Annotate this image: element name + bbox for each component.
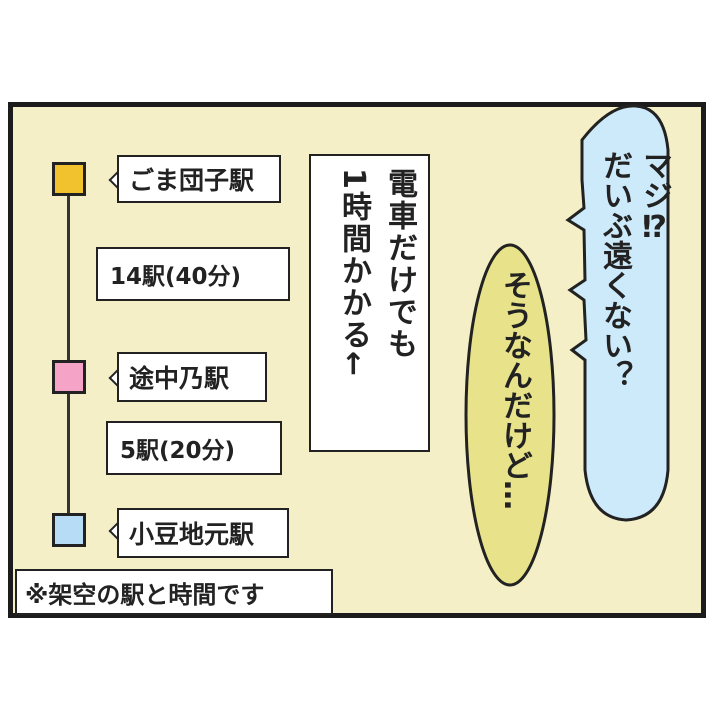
narration-box: 電車だけでも 1時間かかる← bbox=[309, 154, 430, 452]
blue-bubble-line-2: だいぶ遠くない？ bbox=[597, 150, 632, 390]
station-label-tochuno: 途中乃駅 bbox=[117, 352, 267, 402]
station-marker-tochuno bbox=[52, 360, 86, 394]
segment-text: 5駅(20分) bbox=[120, 438, 236, 464]
segment-info-2: 5駅(20分) bbox=[106, 421, 282, 475]
station-label-azukijimoto: 小豆地元駅 bbox=[117, 508, 289, 558]
yellow-bubble bbox=[464, 243, 556, 587]
segment-info-1: 14駅(40分) bbox=[96, 247, 290, 301]
station-name: ごま団子駅 bbox=[129, 166, 255, 195]
station-name: 途中乃駅 bbox=[129, 364, 230, 393]
footnote: ※架空の駅と時間です bbox=[15, 569, 333, 615]
station-label-gomadango: ごま団子駅 bbox=[117, 155, 281, 203]
footnote-text: ※架空の駅と時間です bbox=[25, 580, 265, 609]
blue-bubble-line-1: マジ⁉ bbox=[637, 150, 672, 245]
narration-line-2: 1時間かかる← bbox=[336, 168, 371, 379]
route-line-lower bbox=[67, 393, 70, 513]
blue-bubble-text: マジ⁉ だいぶ遠くない？ bbox=[594, 150, 674, 490]
narration-line-1: 電車だけでも bbox=[382, 168, 417, 360]
blue-bubble bbox=[565, 104, 670, 522]
station-marker-azukijimoto bbox=[52, 513, 86, 547]
yellow-bubble-text: そうなんだけど… bbox=[492, 270, 536, 570]
station-marker-gomadango bbox=[52, 162, 86, 196]
route-line-upper bbox=[67, 196, 70, 360]
yellow-bubble-line: そうなんだけど… bbox=[497, 270, 532, 510]
segment-text: 14駅(40分) bbox=[110, 264, 242, 290]
station-name: 小豆地元駅 bbox=[129, 520, 255, 549]
